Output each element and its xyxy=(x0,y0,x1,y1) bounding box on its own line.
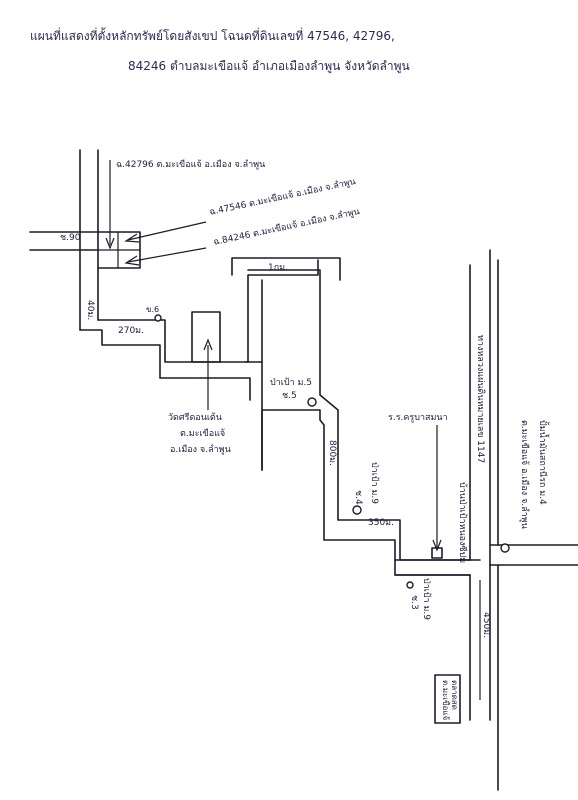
highway-label: ทางหลวงแผ่นดินหมายเลข 1147 xyxy=(475,335,486,463)
village-9-mid-label: ป่าเป้า ม.9 xyxy=(369,462,380,504)
village-5-label: ป่าเป้า ม.5 xyxy=(270,377,312,388)
village-5-marker xyxy=(307,397,317,407)
pond-label: บ้านป่าเป้าหนองซีปม xyxy=(457,482,468,563)
map-title-line-2: 84246 ตำบลมะเขือแจ้ อำเภอเมืองลำพูน จังห… xyxy=(128,59,410,74)
village-9-mid-code: ช.4 xyxy=(353,490,363,505)
distance-450-label: 450ม. xyxy=(481,612,491,638)
temple-annotation: วัดศรีดอนเต้น ต.มะเขือแจ้ อ.เมือง จ.ลำพู… xyxy=(168,338,231,455)
plot-42796-label: ฉ.42796 ต.มะเขือแจ้ อ.เมือง จ.ลำพูน xyxy=(116,159,265,170)
marker-small xyxy=(154,314,162,322)
pole-right-label-1: ปั้มน้ำมันสถานีรถ ม.4 xyxy=(537,420,550,505)
distance-350-label: 350ม. xyxy=(368,518,394,528)
temple-name: วัดศรีดอนเต้น xyxy=(168,412,222,423)
market-label-1: ตลาดสด xyxy=(450,680,459,710)
village-9-low-code: ช.3 xyxy=(409,595,419,610)
distance-1km-label: 1กม. xyxy=(268,263,288,273)
market-label-2: ต.มะเขือแจ้ xyxy=(441,680,450,720)
pole-right-label-2: ต.มะเขือแจ้ อ.เมือง จ.ลำพูน xyxy=(519,420,530,529)
local-roads xyxy=(79,257,481,576)
land-plots: ช.90 xyxy=(60,231,141,269)
width-40-label: 40ม. xyxy=(85,300,95,320)
school-annotation: ร.ร.ครูบาสมนา บ้านป่าเป้าหนองซีปม xyxy=(388,413,468,563)
hydrant-label-left: ช.90 xyxy=(60,233,81,243)
school-building xyxy=(431,547,443,559)
village-9-low-label: ป่าเป้า ม.9 xyxy=(421,578,432,620)
marker-small-label: ข.6 xyxy=(146,305,159,314)
market-box xyxy=(434,674,461,724)
top-left-crossroad xyxy=(29,149,99,271)
distance-270-label: 270ม. xyxy=(118,326,144,336)
village-9-low-marker xyxy=(406,581,414,589)
highway-1147: ทางหลวงแผ่นดินหมายเลข 1147 xyxy=(394,249,578,721)
map-title-line-1: แผนที่แสดงที่ตั้งหลักทรัพย์โดยสังเขป โฉน… xyxy=(30,27,395,43)
temple-district: อ.เมือง จ.ลำพูน xyxy=(170,444,231,455)
temple-subdistrict: ต.มะเขือแจ้ xyxy=(180,428,225,439)
right-side-road: ปั้มน้ำมันสถานีรถ ม.4 ต.มะเขือแจ้ อ.เมือ… xyxy=(497,259,550,791)
school-label: ร.ร.ครูบาสมนา xyxy=(388,413,448,423)
plot-callouts: ฉ.42796 ต.มะเขือแจ้ อ.เมือง จ.ลำพูน ฉ.47… xyxy=(105,159,361,266)
village-9-mid-marker xyxy=(352,505,362,515)
distance-800-label: 800ม. xyxy=(327,440,337,466)
village-5-code: ช.5 xyxy=(282,391,297,401)
pole-right-marker xyxy=(500,543,510,553)
temple-lot xyxy=(191,311,221,363)
